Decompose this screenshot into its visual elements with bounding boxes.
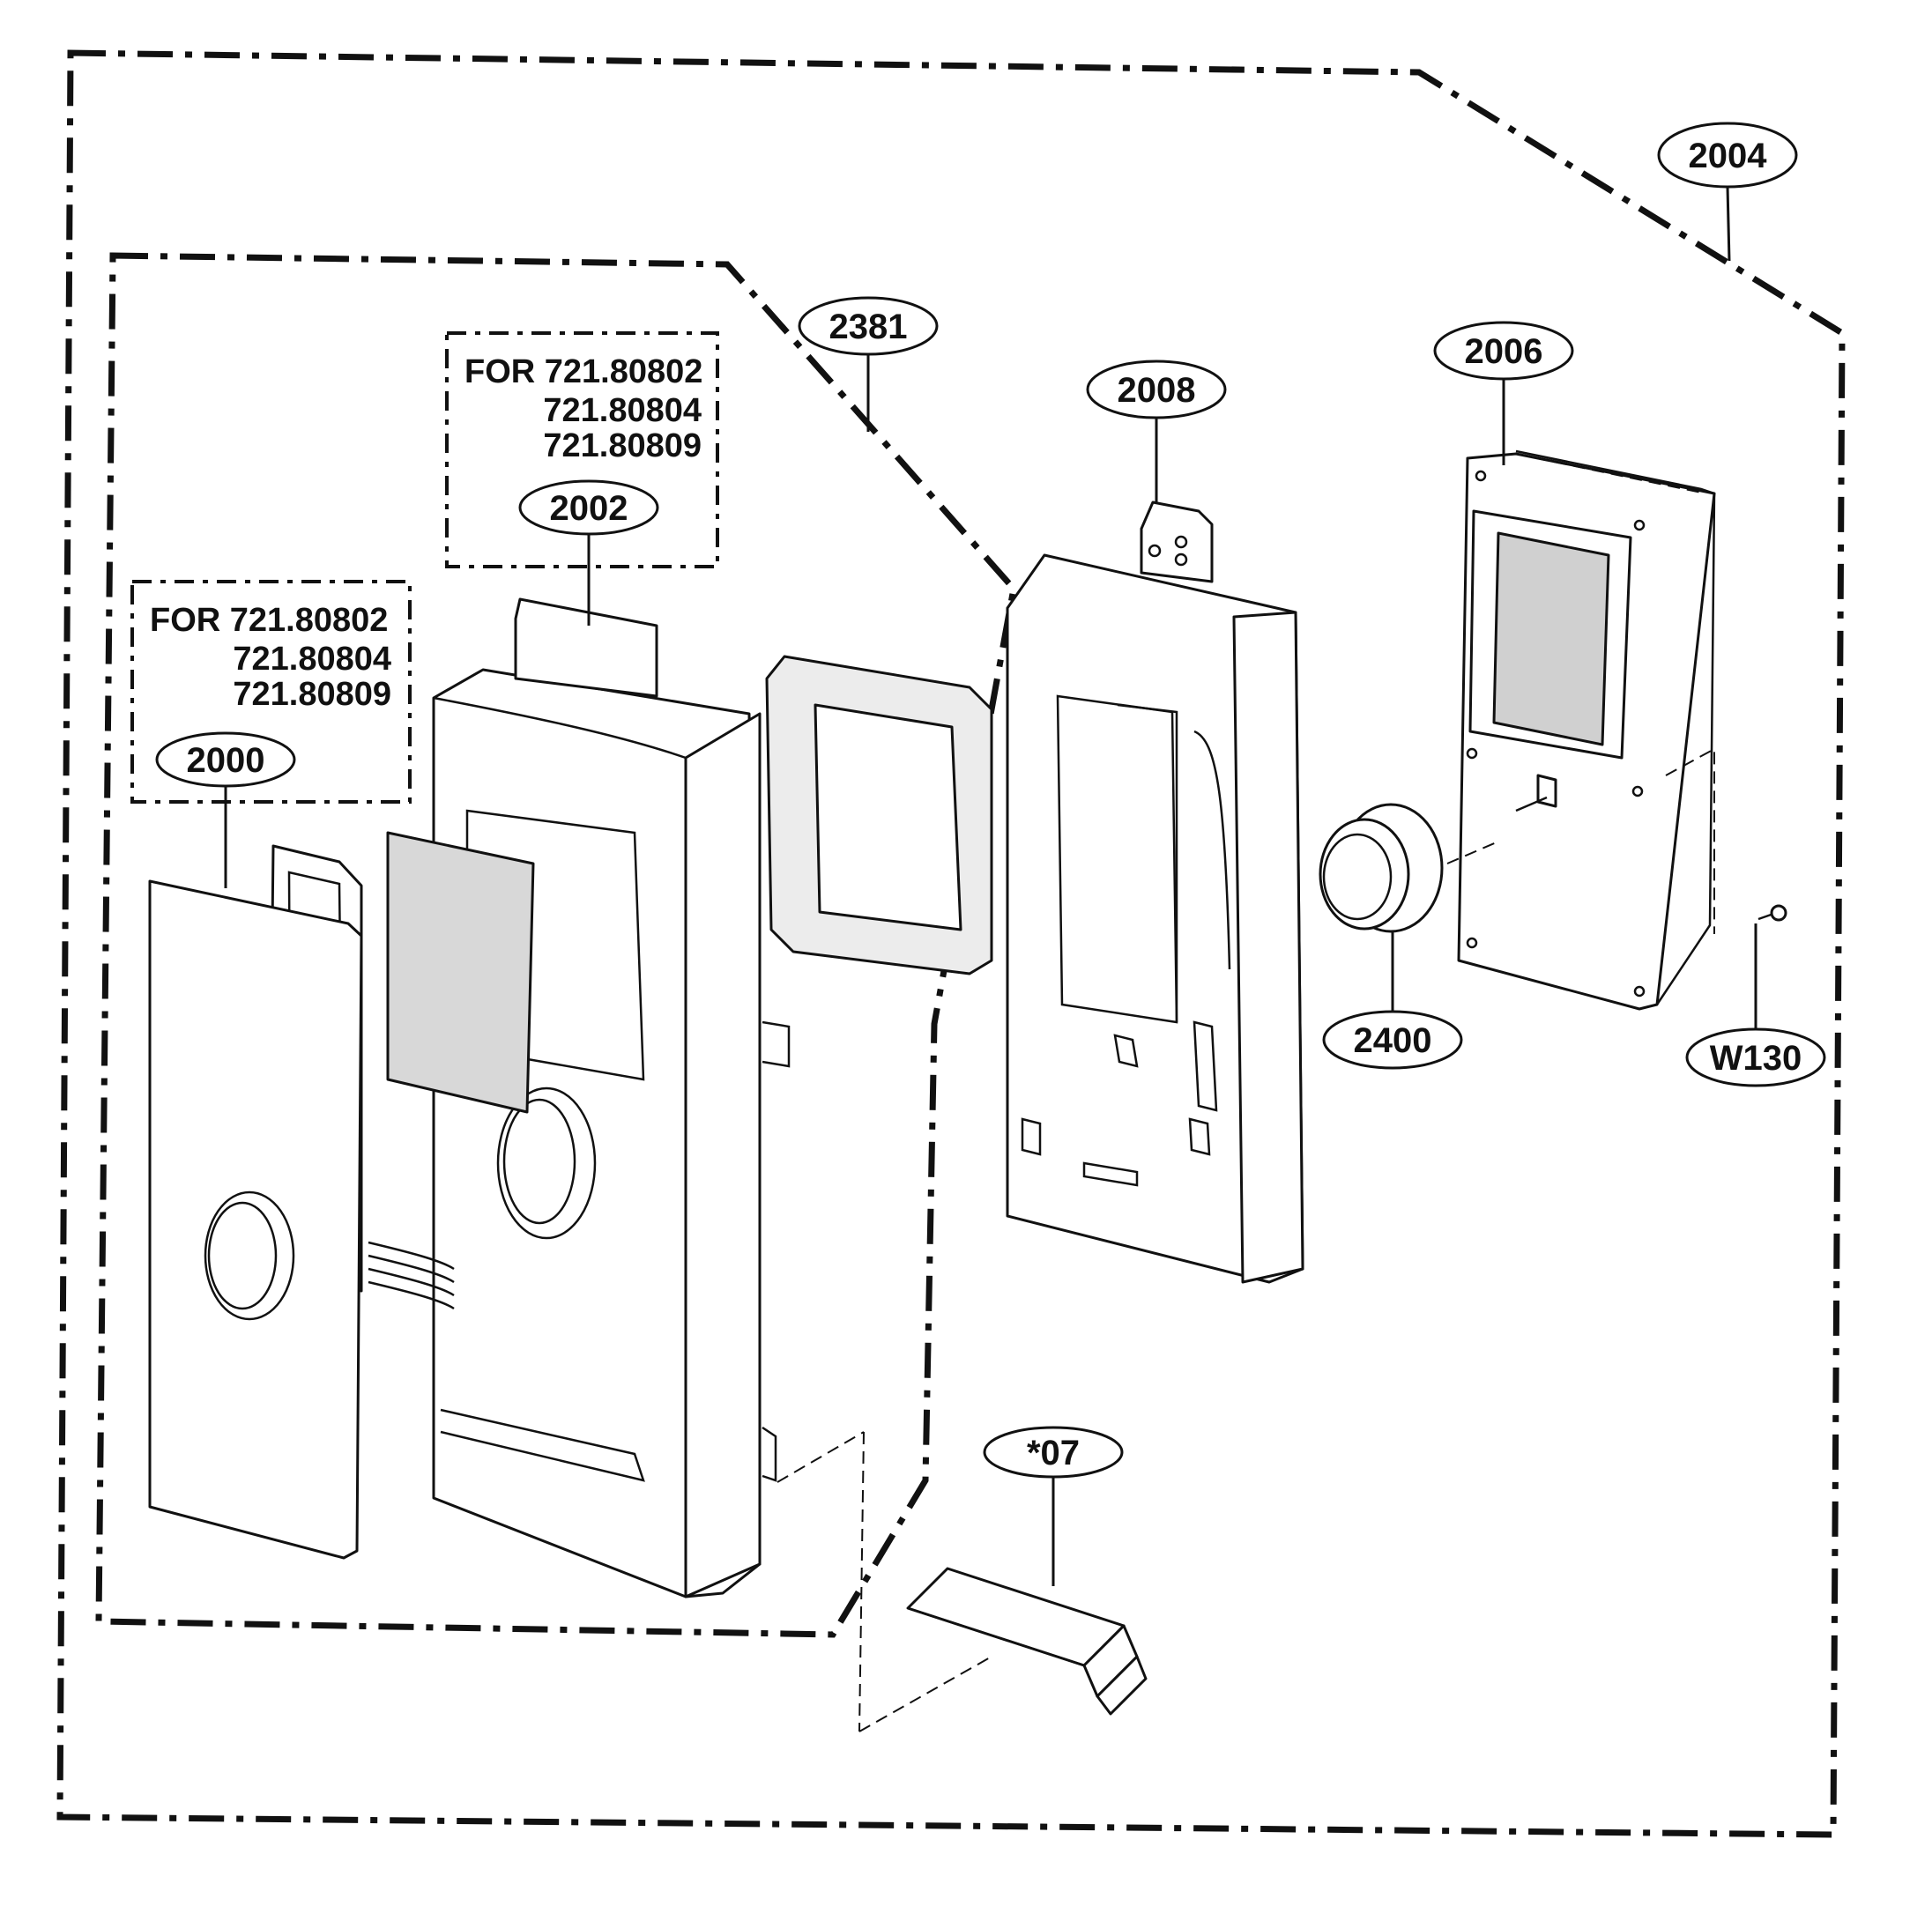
screw — [1757, 904, 1787, 922]
leader-2004 — [1726, 186, 1731, 262]
panel-gasket — [765, 655, 993, 975]
note-2002-line1: FOR 721.80802 — [464, 353, 702, 390]
callout-2004: 2004 — [1657, 122, 1798, 189]
callout-07: *07 — [983, 1426, 1124, 1479]
svg-text:2400: 2400 — [1354, 1021, 1432, 1060]
svg-text:2004: 2004 — [1689, 137, 1768, 175]
svg-text:2006: 2006 — [1465, 332, 1543, 371]
note-2002-line2: 721.80804 — [543, 392, 702, 429]
subassembly-outline — [95, 252, 1017, 1638]
callout-2002: 2002 — [518, 479, 659, 536]
note-2000-line2: 721.80804 — [233, 641, 391, 678]
svg-text:*07: *07 — [1027, 1434, 1080, 1472]
membrane-keypad — [148, 831, 535, 1560]
note-2000-line1: FOR 721.80802 — [150, 602, 388, 639]
callout-2400: 2400 — [1322, 1010, 1463, 1070]
callout-W130: W130 — [1685, 1027, 1826, 1087]
callout-2006: 2006 — [1433, 321, 1574, 381]
knob — [1319, 803, 1444, 933]
guide-line-knob — [1446, 841, 1499, 864]
guide-line-clip — [777, 1431, 992, 1732]
clip — [906, 1567, 1148, 1716]
note-2000-line3: 721.80809 — [233, 676, 391, 713]
svg-text:2381: 2381 — [829, 308, 908, 346]
callout-2008: 2008 — [1086, 360, 1227, 419]
guide-line-pcb — [1515, 453, 1715, 934]
assembly-outline-2004 — [56, 49, 1846, 1838]
svg-text:2002: 2002 — [550, 489, 628, 528]
svg-text:2008: 2008 — [1118, 371, 1196, 410]
callout-2000: 2000 — [155, 731, 296, 788]
callout-2381: 2381 — [798, 296, 939, 356]
note-box-2002 — [445, 331, 719, 568]
control-box — [1006, 501, 1304, 1284]
svg-text:2000: 2000 — [187, 741, 265, 780]
note-box-2000 — [130, 580, 412, 804]
display-pcb — [1457, 449, 1716, 1011]
svg-text:W130: W130 — [1710, 1039, 1802, 1078]
note-2002-line3: 721.80809 — [543, 427, 702, 464]
